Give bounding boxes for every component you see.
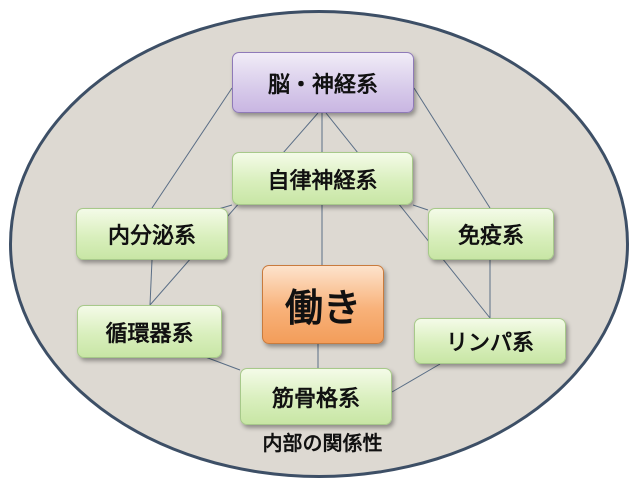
link-brain-circulatory: [149, 112, 319, 306]
node-brain-nervous: 脳・神経系: [232, 52, 414, 113]
node-lymph: リンパ系: [414, 318, 566, 364]
node-immune-label: 免疫系: [457, 224, 524, 249]
link-brain-immune: [413, 87, 491, 209]
diagram-caption: 内部の関係性: [262, 431, 383, 455]
link-brain-endocrine: [151, 87, 233, 209]
link-endocrine-circulatory: [149, 259, 153, 306]
node-work: 働き: [262, 265, 384, 344]
node-circulatory: 循環器系: [77, 305, 222, 358]
node-immune: 免疫系: [428, 208, 554, 260]
link-lymph-muscle: [391, 363, 441, 393]
node-circulatory-label: 循環器系: [105, 321, 194, 347]
link-brain-lymph: [325, 112, 491, 319]
node-endocrine-label: 内分泌系: [107, 224, 196, 249]
node-work-label: 働き: [284, 286, 361, 330]
node-lymph-label: リンパ系: [445, 331, 534, 356]
node-autonomic-label: 自律神経系: [267, 168, 378, 194]
node-musculoskeletal-label: 筋骨格系: [271, 386, 360, 412]
node-autonomic: 自律神経系: [232, 152, 413, 205]
node-musculoskeletal: 筋骨格系: [240, 368, 392, 425]
node-endocrine: 内分泌系: [76, 208, 228, 260]
node-brain-nervous-label: 脳・神経系: [267, 72, 378, 98]
link-autonomic-immune: [412, 204, 429, 211]
